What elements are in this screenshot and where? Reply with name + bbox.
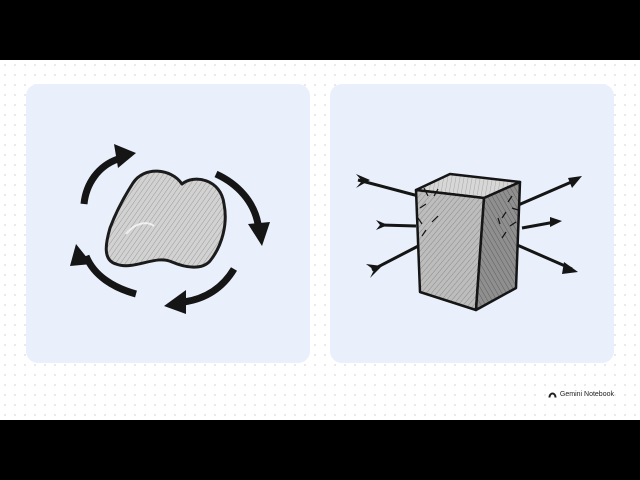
arrowhead-left [70,244,92,266]
cube-side-face [474,180,522,312]
fletching-5 [366,264,382,278]
slide: Gemini Notebook [0,60,640,420]
fletching-3 [376,220,388,230]
blob-shape [104,169,227,269]
arrowhead-6 [562,262,578,274]
arrowhead-2 [568,176,582,188]
brand-text: Gemini Notebook [559,391,614,398]
notebook-logo-icon [548,392,557,397]
arrow-shaft-2 [515,178,577,208]
cube-front-face [414,188,486,312]
blob-cycle-illustration [70,144,270,314]
arrowhead-right [248,222,270,246]
impact-marks [417,187,519,239]
fletching-1 [356,174,370,188]
arrow-right [214,170,262,225]
arrow-shaft-1 [357,178,427,200]
brand-watermark: Gemini Notebook [548,391,614,398]
arrowhead-bottom [164,290,186,314]
arrow-bottom-right [183,267,238,306]
arrow-shaft-4 [521,220,556,230]
pierced-cube-illustration [356,172,582,312]
arrowhead-top [114,144,136,168]
cube [414,172,522,312]
arrowhead-4 [550,217,562,227]
right-illustration-panel [330,84,614,363]
left-illustration-panel [26,84,310,363]
arrow-top-left [80,155,120,205]
